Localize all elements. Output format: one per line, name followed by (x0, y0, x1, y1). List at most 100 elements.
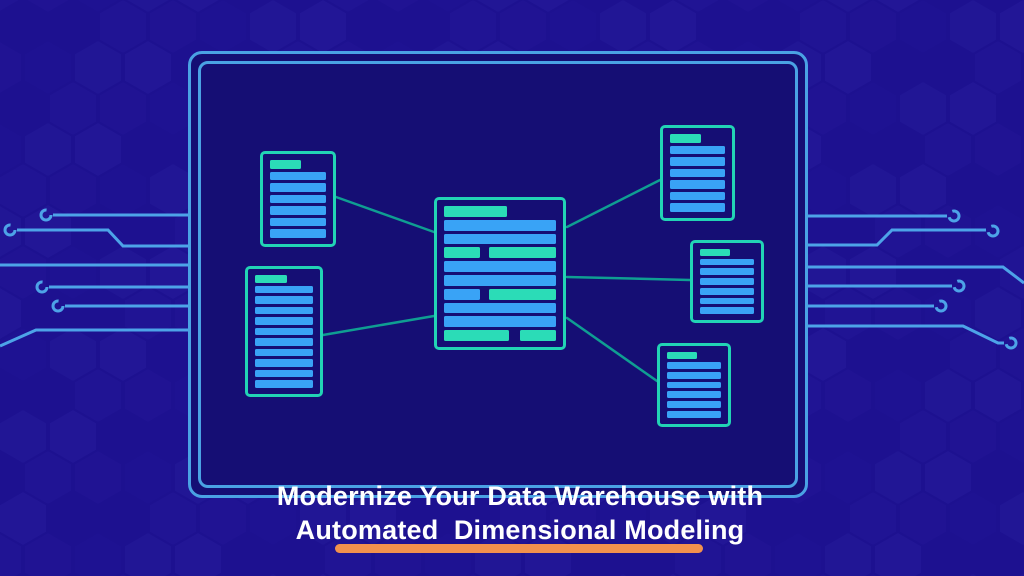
table-field-row (270, 183, 326, 192)
table-field-row (667, 371, 721, 379)
table-field-row (444, 219, 556, 231)
table-field-row (667, 361, 721, 369)
hexagon-tile (0, 205, 21, 258)
hexagon-tile (650, 0, 696, 53)
circuit-trace (806, 228, 986, 247)
field-bar-green (444, 206, 507, 217)
table-field-row (667, 381, 721, 389)
field-bar-blue (444, 274, 556, 286)
field-bar-blue (667, 381, 721, 389)
table-field-row (255, 317, 313, 325)
field-bar-blue (667, 371, 721, 379)
hexagon-tile (25, 451, 71, 504)
table-field-row (270, 194, 326, 204)
circuit-hook-icon (952, 279, 966, 293)
table-field-row (700, 287, 754, 295)
connector-line (565, 316, 659, 383)
table-field-row (255, 338, 313, 346)
field-bar-blue (270, 217, 326, 227)
field-bar-blue (444, 302, 556, 314)
field-bar-blue (270, 229, 326, 239)
table-field-row (667, 401, 721, 409)
hexagon-tile (600, 574, 646, 576)
title-line-2: Automated Dimensional Modeling (295, 515, 745, 545)
table-field-row (255, 296, 313, 304)
field-bar-green (488, 247, 556, 259)
field-bar-green (270, 160, 302, 169)
field-bar-blue (670, 157, 725, 166)
circuit-hook-icon (39, 208, 53, 222)
field-bar-blue (700, 297, 754, 305)
field-bar-blue (270, 194, 326, 204)
hexagon-tile (875, 451, 921, 504)
table-field-row (670, 157, 725, 166)
hexagon-tile (825, 41, 871, 94)
field-bar-blue (270, 171, 326, 181)
hexagon-tile (0, 533, 21, 576)
field-bar-blue (255, 306, 313, 315)
hexagon-tile (600, 0, 646, 53)
table-field-row (670, 180, 725, 189)
hexagon-tile (975, 369, 1021, 422)
hexagon-tile (650, 574, 696, 576)
field-bar-blue (700, 278, 754, 285)
field-bar-blue (670, 168, 725, 178)
field-bar-blue (255, 327, 313, 336)
field-bar-green (444, 330, 509, 341)
field-bar-green (444, 247, 480, 259)
table-field-row (444, 206, 556, 217)
table-field-row (255, 348, 313, 357)
field-bar-blue (255, 380, 313, 389)
field-bar-blue (700, 268, 754, 276)
table-field-row (444, 330, 556, 341)
circuit-hook-icon (51, 299, 65, 313)
circuit-trace (806, 324, 1004, 345)
hexagon-tile (450, 574, 496, 576)
hexagon-tile (825, 287, 871, 340)
circuit-hook-icon (3, 223, 17, 237)
circuit-hook-icon (934, 299, 948, 313)
field-bar-blue (667, 391, 721, 399)
hexagon-tile (850, 246, 896, 299)
field-bar-blue (255, 285, 313, 294)
field-bar-blue (270, 206, 326, 215)
circuit-hook-icon (1004, 336, 1018, 350)
table-field-row (255, 380, 313, 389)
hexagon-tile (850, 164, 896, 217)
field-bar-blue (255, 359, 313, 367)
field-bar-blue (255, 369, 313, 378)
field-bar-blue (667, 411, 721, 419)
hexagon-tile (925, 451, 971, 504)
table-field-row (255, 306, 313, 315)
table-field-row (700, 258, 754, 266)
field-bar-blue (700, 258, 754, 266)
field-bar-blue (444, 316, 556, 328)
diagram-panel-inner-border (198, 61, 798, 488)
table-field-row (670, 145, 725, 155)
table-field-row (444, 316, 556, 328)
circuit-hook-icon (35, 280, 49, 294)
hexagon-tile (250, 574, 296, 576)
hexagon-tile (800, 574, 846, 576)
dim-table-top-right (660, 125, 735, 221)
table-field-row (444, 233, 556, 245)
field-bar-blue (667, 401, 721, 409)
table-field-row (670, 203, 725, 213)
table-field-row (670, 191, 725, 201)
table-field-row (270, 206, 326, 215)
table-field-row (255, 285, 313, 294)
field-bar-blue (444, 219, 556, 231)
hexagon-tile (975, 41, 1021, 94)
hexagon-tile (800, 0, 846, 53)
table-field-row (270, 217, 326, 227)
table-field-row (700, 249, 754, 256)
table-field-row (667, 391, 721, 399)
field-bar-blue (444, 288, 480, 300)
table-field-row (667, 411, 721, 419)
hexagon-tile (925, 369, 971, 422)
field-bar-green (488, 288, 556, 300)
field-bar-blue (667, 361, 721, 369)
